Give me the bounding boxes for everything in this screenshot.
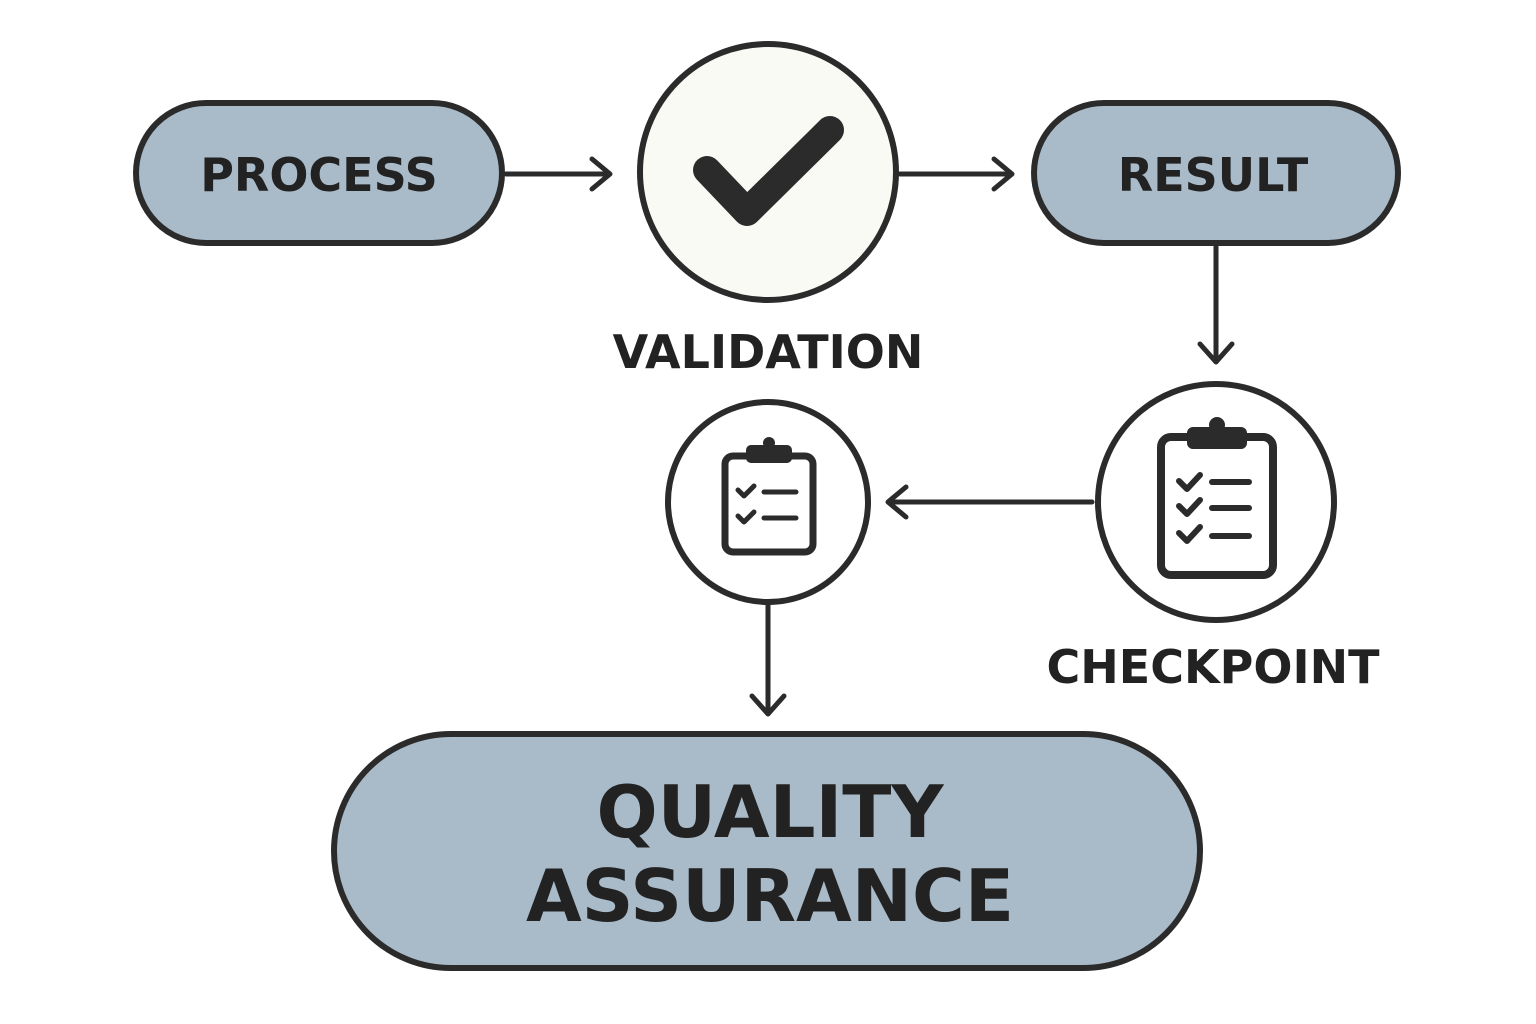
- result-pill: [1031, 100, 1401, 246]
- checkmark-icon: [693, 116, 844, 226]
- quality-assurance-label-line1: QUALITY: [596, 770, 944, 854]
- connector-checkpoint-to-review: [885, 484, 1095, 520]
- connector-result-to-checkpoint: [1197, 243, 1235, 365]
- checkpoint-caption: CHECKPOINT: [1047, 640, 1381, 694]
- process-pill: [133, 100, 505, 246]
- review-circle: [665, 399, 871, 605]
- result-node: RESULT: [1031, 100, 1401, 246]
- result-label: RESULT: [1118, 148, 1309, 202]
- validation-node: [637, 41, 899, 303]
- quality-assurance-node: QUALITY ASSURANCE: [331, 731, 1203, 971]
- process-node: PROCESS: [133, 100, 505, 246]
- connector-validation-to-result: [897, 156, 1015, 192]
- checkpoint-node: [1095, 381, 1337, 623]
- quality-assurance-pill: [331, 731, 1203, 971]
- connector-process-to-validation: [503, 156, 613, 192]
- connector-review-to-quality-assurance: [749, 599, 787, 717]
- validation-caption: VALIDATION: [613, 325, 924, 379]
- quality-assurance-label-line2: ASSURANCE: [526, 854, 1014, 938]
- process-label: PROCESS: [200, 148, 438, 202]
- review-node: [665, 399, 871, 605]
- clipboard-checklist-icon: [1157, 417, 1277, 579]
- clipboard-checklist-icon: [721, 437, 817, 556]
